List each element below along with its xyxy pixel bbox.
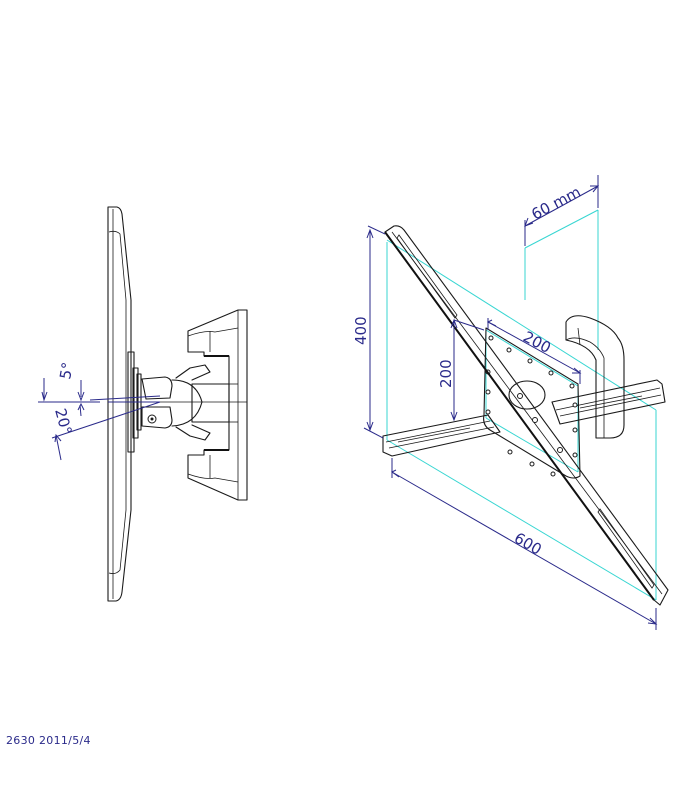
adapter-plate-iso: [483, 327, 581, 479]
tilt-up-label: 5°: [56, 361, 77, 381]
inner-height-label: 200: [437, 359, 455, 388]
outer-width-label: 600: [511, 529, 545, 559]
drawing-footer: 2630 2011/5/4: [6, 734, 91, 747]
right-arm-iso: [551, 379, 666, 425]
tilt-down-label: 20°: [51, 406, 75, 436]
tilt-head-side: [141, 364, 211, 441]
wall-plate-side: [141, 309, 248, 501]
diagonal-rail-iso: [384, 225, 669, 606]
tv-plate-side: [107, 206, 132, 602]
left-arm-iso: [382, 414, 501, 457]
side-view: 5° 20°: [38, 206, 248, 602]
depth-label: 60 mm: [528, 183, 583, 224]
wall-plate-iso: [565, 315, 625, 439]
inner-width-label: 200: [520, 328, 554, 357]
iso-view: 60 mm 400 200 200: [352, 175, 669, 630]
outer-height-label: 400: [352, 316, 370, 345]
